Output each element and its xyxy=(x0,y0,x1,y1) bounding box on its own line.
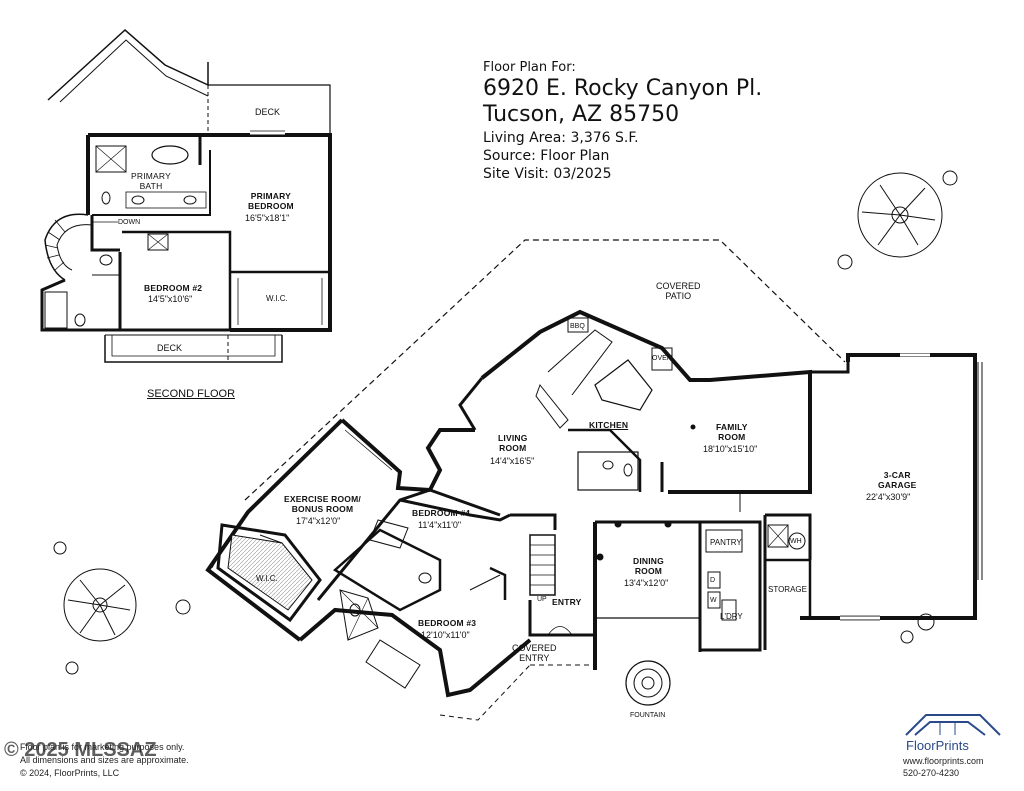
wic-label-upper: W.I.C. xyxy=(266,294,288,303)
w-label: W xyxy=(710,597,717,604)
living-room-label: LIVING ROOM xyxy=(498,433,528,453)
dining-room-label: DINING ROOM xyxy=(633,556,664,576)
kitchen-label: KITCHEN xyxy=(589,420,629,430)
second-floor-plan xyxy=(40,28,332,363)
garage-dims: 22'4"x30'9" xyxy=(866,492,911,502)
brand-phone: 520-270-4230 xyxy=(903,768,960,778)
garage-label: 3-CAR GARAGE xyxy=(878,470,917,490)
dining-room-dims: 13'4"x12'0" xyxy=(624,578,669,588)
site-visit: Site Visit: 03/2025 xyxy=(483,166,612,182)
wic-label-lower: W.I.C. xyxy=(256,574,278,583)
covered-entry-label: COVERED ENTRY xyxy=(512,643,557,663)
bedroom4-dims: 11'4"x11'0" xyxy=(418,520,462,530)
bedroom3-label: BEDROOM #3 xyxy=(418,618,477,628)
primary-bath-label: PRIMARY BATH xyxy=(131,171,171,191)
oven-label: OVEN xyxy=(652,355,672,362)
pantry-label: PANTRY xyxy=(710,538,742,547)
primary-bedroom-label: PRIMARY BEDROOM xyxy=(248,191,294,211)
address-line-1: 6920 E. Rocky Canyon Pl. xyxy=(483,76,763,101)
covered-patio-label: COVERED PATIO xyxy=(656,281,701,301)
wh-label: WH xyxy=(790,538,802,545)
laundry-label: L'DRY xyxy=(720,612,743,621)
deck-bottom-label: DECK xyxy=(157,343,183,353)
bedroom3-dims: 12'10"x11'0" xyxy=(421,630,470,640)
bbq-label: BBQ xyxy=(570,323,585,330)
disclaimer-line-2: All dimensions and sizes are approximate… xyxy=(20,755,189,765)
brand-name: FloorPrints xyxy=(906,738,969,753)
bedroom2-dims: 14'5"x10'6" xyxy=(148,294,193,304)
header-label: Floor Plan For: xyxy=(483,60,576,75)
landscaping xyxy=(53,170,958,675)
family-room-dims: 18'10"x15'10" xyxy=(703,444,758,454)
first-floor-plan xyxy=(205,239,983,721)
entry-label: ENTRY xyxy=(552,597,582,607)
up-label: UP xyxy=(537,596,547,603)
floorprints-logo-icon xyxy=(905,714,1001,736)
brand-website: www.floorprints.com xyxy=(903,756,984,766)
source: Source: Floor Plan xyxy=(483,148,610,164)
exercise-room-dims: 17'4"x12'0" xyxy=(296,516,341,526)
deck-top-label: DECK xyxy=(255,107,281,117)
primary-bedroom-dims: 16'5"x18'1" xyxy=(245,213,290,223)
exercise-room-label: EXERCISE ROOM/ BONUS ROOM xyxy=(284,494,361,514)
bedroom2-label: BEDROOM #2 xyxy=(144,283,203,293)
living-room-dims: 14'4"x16'5" xyxy=(490,456,535,466)
d-label: D xyxy=(710,577,716,584)
mls-watermark: © 2025 MLSSAZ xyxy=(4,739,157,761)
bedroom4-label: BEDROOM #4 xyxy=(412,508,471,518)
address-line-2: Tucson, AZ 85750 xyxy=(483,102,680,127)
second-floor-title: SECOND FLOOR xyxy=(147,388,236,400)
copyright: © 2024, FloorPrints, LLC xyxy=(20,768,120,778)
living-area: Living Area: 3,376 S.F. xyxy=(483,130,639,146)
fountain-label: FOUNTAIN xyxy=(630,712,666,719)
down-label: DOWN xyxy=(118,219,141,226)
family-room-label: FAMILY ROOM xyxy=(716,422,748,442)
disclaimer-line-1: Floor plan is for marketing purposes onl… xyxy=(20,742,185,752)
storage-label: STORAGE xyxy=(768,585,807,594)
